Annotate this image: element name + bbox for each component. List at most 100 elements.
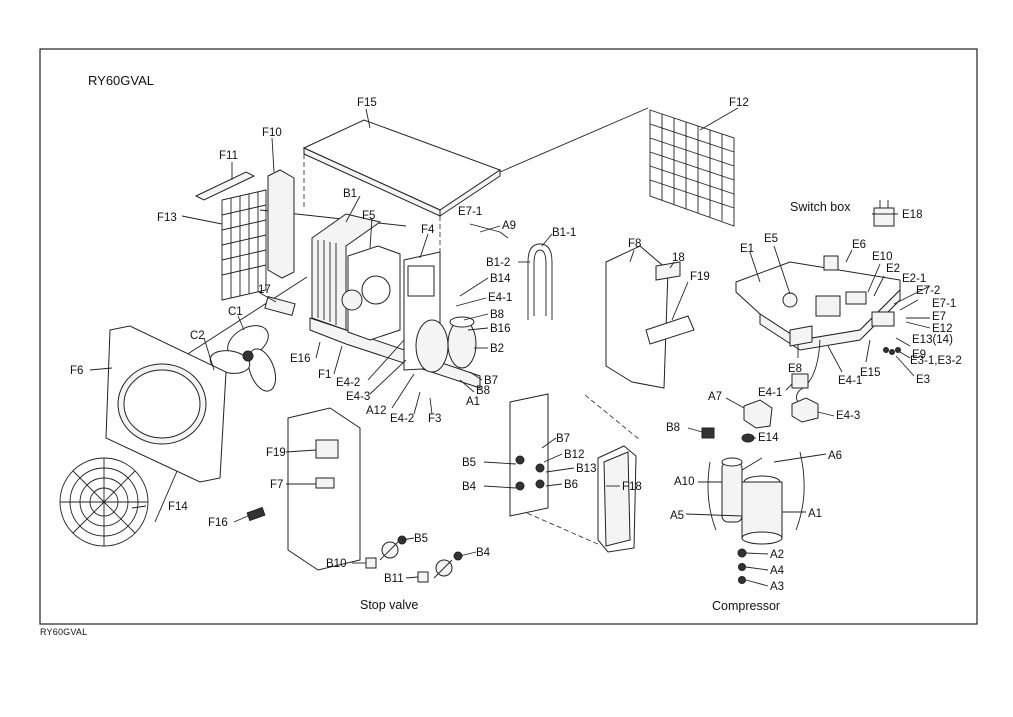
label-b5-bracket: B5	[462, 457, 476, 469]
model-title: RY60GVAL	[88, 73, 154, 88]
label-b12: B12	[564, 449, 584, 461]
label-f19-bracket: F19	[690, 271, 710, 283]
label-a7: A7	[708, 391, 722, 403]
label-e16: E16	[290, 353, 310, 365]
label-b16: B16	[490, 323, 510, 335]
plug-f16	[246, 506, 266, 522]
cover-f18	[597, 445, 637, 553]
pad-17	[264, 295, 296, 317]
label-e12: E12	[932, 323, 952, 335]
label-c2: C2	[190, 330, 205, 342]
valve-bracket	[509, 393, 549, 517]
fan-c1	[209, 325, 277, 392]
caption-switch-box: Switch box	[790, 200, 851, 214]
label-e4-1-chassis: E4-1	[488, 292, 512, 304]
label-e7-2: E7-2	[916, 285, 940, 297]
label-e13-14: E13(14)	[912, 334, 953, 346]
label-e2: E2	[886, 263, 900, 275]
rail-f11	[194, 171, 256, 201]
label-f11: F11	[219, 150, 238, 162]
label-e3-1-e3-2: E3-1,E3-2	[910, 355, 962, 367]
label-e4-1-box: E4-1	[758, 387, 782, 399]
label-a6: A6	[828, 450, 842, 462]
label-e7: E7	[932, 311, 946, 323]
label-b8-chassis: B8	[490, 309, 504, 321]
wire-ends-e3	[883, 347, 901, 355]
cap-b10	[365, 557, 377, 569]
caption-compressor: Compressor	[712, 599, 780, 613]
label-17: 17	[258, 284, 271, 296]
label-b7-chassis: B7	[484, 375, 498, 387]
label-b1: B1	[343, 188, 357, 200]
fan-guard-f14	[59, 457, 149, 547]
pillar-f10	[267, 169, 295, 279]
label-e4-2-upper: E4-2	[336, 377, 360, 389]
label-e15: E15	[860, 367, 880, 379]
label-f1: F1	[318, 369, 331, 381]
label-f19-panel: F19	[266, 447, 286, 459]
reactor-e4-1	[791, 373, 809, 389]
label-b14: B14	[490, 273, 511, 285]
label-e10: E10	[872, 251, 892, 263]
label-a3: A3	[770, 581, 784, 593]
rear-grille-f12	[649, 109, 735, 227]
front-panel-f6	[105, 325, 227, 483]
compressor-detail	[707, 433, 805, 584]
footer-model-code: RY60GVAL	[40, 627, 88, 637]
top-panel-f15	[302, 119, 502, 217]
bracket-f8	[605, 245, 695, 389]
label-18: 18	[672, 252, 685, 264]
pipe-b1-1	[527, 243, 553, 320]
caption-stop-valve: Stop valve	[360, 598, 418, 612]
label-f15: F15	[357, 97, 377, 109]
label-e1: E1	[740, 243, 754, 255]
label-b4-valve: B4	[476, 547, 491, 559]
label-e4-2-lower: E4-2	[390, 413, 414, 425]
label-c1: C1	[228, 306, 243, 318]
terminal-cover-a7	[743, 399, 773, 429]
label-a5: A5	[670, 510, 684, 522]
service-panel-f7	[287, 407, 361, 571]
leader-lines	[89, 107, 931, 587]
side-grille-f13	[221, 189, 267, 301]
grommet-b8	[701, 427, 715, 439]
label-e5: E5	[764, 233, 778, 245]
label-a1-chassis: A1	[466, 396, 480, 408]
cap-b11	[417, 571, 429, 583]
label-f4: F4	[421, 224, 435, 236]
label-e9: E9	[912, 349, 926, 361]
label-e4-3-chassis: E4-3	[346, 391, 370, 403]
label-e14: E14	[758, 432, 779, 444]
label-b11: B11	[384, 573, 404, 585]
label-e18: E18	[902, 209, 922, 221]
box-e4-3	[791, 397, 819, 423]
label-e2-1: E2-1	[902, 273, 926, 285]
label-f7: F7	[270, 479, 283, 491]
label-f16: F16	[208, 517, 228, 529]
label-a4: A4	[770, 565, 785, 577]
label-f6: F6	[70, 365, 83, 377]
label-b7-valve: B7	[556, 433, 570, 445]
label-e4-3-box: E4-3	[836, 410, 860, 422]
switch-box	[735, 255, 901, 411]
label-e3: E3	[916, 374, 930, 386]
label-e7-1-top: E7-1	[458, 206, 482, 218]
label-f13: F13	[157, 212, 177, 224]
label-f12: F12	[729, 97, 749, 109]
capacitor-e18	[873, 200, 895, 227]
label-b8-compressor: B8	[666, 422, 680, 434]
diagram-frame	[39, 48, 978, 625]
label-a9: A9	[502, 220, 516, 232]
label-b1-2: B1-2	[486, 257, 510, 269]
label-f5: F5	[362, 210, 375, 222]
label-b2: B2	[490, 343, 504, 355]
label-e7-1-box: E7-1	[932, 298, 956, 310]
label-e8: E8	[788, 363, 802, 375]
stop-valve-b4	[433, 551, 463, 579]
label-a12: A12	[366, 405, 386, 417]
label-b6: B6	[564, 479, 578, 491]
label-f14: F14	[168, 501, 188, 513]
label-b10: B10	[326, 558, 346, 570]
label-f10: F10	[262, 127, 282, 139]
